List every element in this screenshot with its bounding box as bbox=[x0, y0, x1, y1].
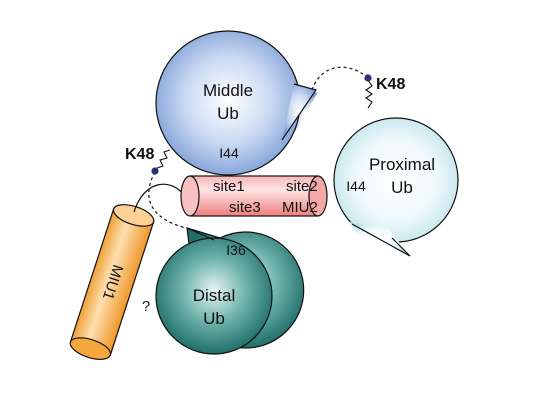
k48-upper-label: K48 bbox=[376, 76, 405, 93]
linker-middle-to-distal bbox=[148, 171, 187, 229]
k48-lower-dot bbox=[151, 167, 159, 175]
middle-ub-subtitle: Ub bbox=[217, 104, 239, 123]
middle-ub bbox=[155, 30, 318, 176]
middle-ub-title: Middle bbox=[203, 81, 253, 100]
proximal-ub-title: Proximal bbox=[369, 155, 435, 174]
k48-lower-label: K48 bbox=[125, 146, 154, 163]
miu-linker bbox=[133, 183, 184, 213]
miu2-site1-label: site1 bbox=[213, 178, 245, 195]
distal-ub-subtitle: Ub bbox=[203, 309, 225, 328]
proximal-ub bbox=[333, 117, 459, 257]
middle-ub-i44-label: I44 bbox=[219, 145, 239, 161]
proximal-ub-i44-label: I44 bbox=[346, 178, 366, 194]
distal-ub bbox=[155, 227, 305, 355]
miu1-uncertain-mark: ? bbox=[142, 298, 150, 315]
miu2-helix bbox=[180, 175, 328, 217]
miu1-helix: MIU1 bbox=[69, 204, 155, 360]
distal-ub-title: Distal bbox=[193, 286, 236, 305]
miu2-label: MIU2 bbox=[282, 199, 318, 216]
linker-middle-to-proximal bbox=[311, 66, 369, 91]
k48-upper-dot bbox=[364, 74, 372, 82]
miu2-site2-label: site2 bbox=[286, 178, 318, 195]
miu2-site3-label: site3 bbox=[229, 199, 261, 216]
k48-upper-linkage bbox=[364, 74, 373, 109]
distal-ub-i36-label: I36 bbox=[226, 242, 246, 258]
proximal-ub-subtitle: Ub bbox=[391, 178, 413, 197]
k48-lower-linkage bbox=[151, 149, 171, 175]
